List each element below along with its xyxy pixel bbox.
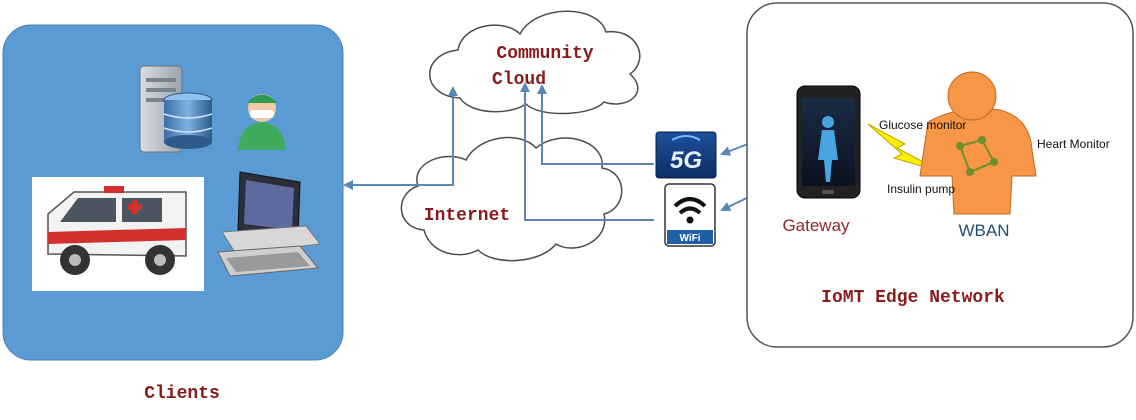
computer-icon [217,171,321,277]
5g-label: 5G [670,147,702,174]
glucose-monitor-label: Glucose monitor [879,118,966,132]
5g-icon: 5G [655,131,717,179]
ambulance-icon [32,177,204,291]
wifi-icon: WiFi [664,183,716,247]
doctor-icon [238,94,286,150]
insulin-pump-label: Insulin pump [887,182,955,196]
fiveg-to-community-cloud-arrow [537,84,654,165]
wifi-label: WiFi [679,233,700,244]
wban-label: WBAN [959,221,1010,240]
human-body-icon [919,71,1037,215]
community-cloud-label-line2: Cloud [492,70,546,90]
server-icon [139,65,213,153]
iomt-edge-network-label: IoMT Edge Network [821,288,1005,308]
heart-monitor-label: Heart Monitor [1037,137,1110,151]
internet-label: Internet [424,206,510,226]
clients-label: Clients [144,384,220,404]
smartphone-icon [796,85,861,199]
gateway-label: Gateway [782,216,850,235]
community-cloud-shape [429,10,641,115]
internet-cloud-shape [400,136,623,262]
community-cloud-label-line1: Community [496,44,593,64]
wifi-to-community-cloud-arrow [520,82,654,221]
